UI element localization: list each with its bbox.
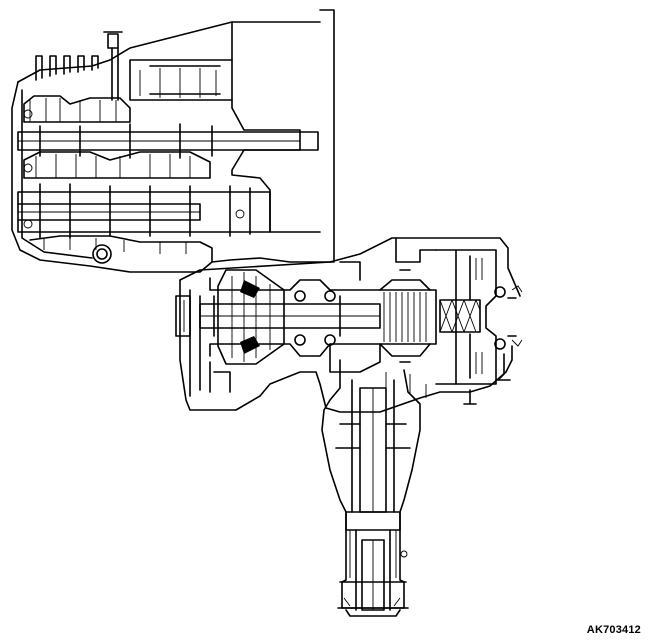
- figure-code: AK703412: [586, 624, 641, 636]
- extension-housing: [321, 359, 421, 617]
- differential-transfer-case: [175, 237, 523, 413]
- sensor-bolt: [463, 353, 511, 405]
- transmission-case: [11, 9, 335, 273]
